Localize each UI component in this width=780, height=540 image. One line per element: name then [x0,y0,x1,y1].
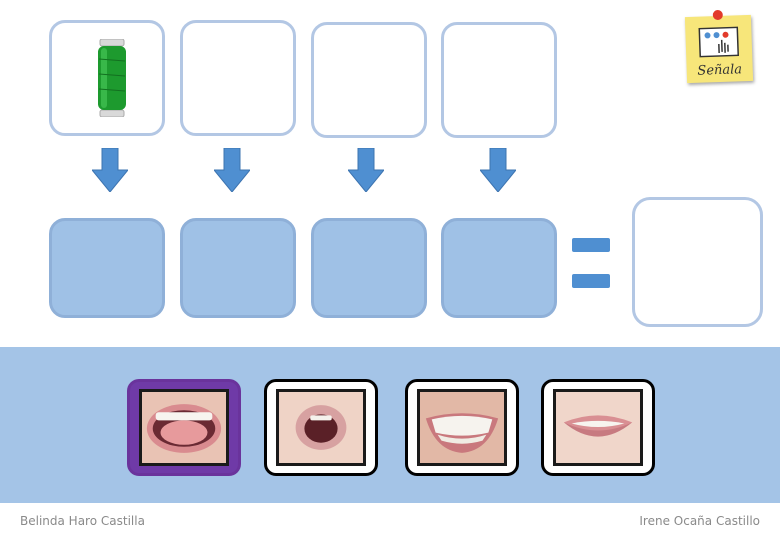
picture-slot-3[interactable] [311,22,427,138]
down-arrow-icon [214,148,250,192]
mouth-option-2[interactable] [264,379,378,476]
down-arrow-icon [92,148,128,192]
down-arrow-icon [480,148,516,192]
mouth-open-o-image [276,389,366,466]
equals-sign-top [572,238,610,252]
options-band [0,347,780,503]
equals-sign-bottom [572,274,610,288]
picture-slot-2[interactable] [180,20,296,136]
pointing-hand-icon [698,26,740,58]
credit-left: Belinda Haro Castilla [20,514,145,528]
mouth-option-3[interactable] [405,379,519,476]
senala-instruction-card: Señala [684,9,754,84]
picture-slot-1[interactable] [49,20,165,136]
mouth-smile-teeth-image [417,389,507,466]
mouth-smile-closed-image [553,389,643,466]
mouth-tongue-up-image [139,389,229,466]
pushpin-icon [712,9,723,21]
down-arrow-icon [348,148,384,192]
picture-slot-4[interactable] [441,22,557,138]
answer-slot-3[interactable] [311,218,427,318]
thread-spool-icon [98,39,126,117]
answer-slot-1[interactable] [49,218,165,318]
answer-slot-4[interactable] [441,218,557,318]
senala-label: Señala [697,62,743,79]
mouth-option-1[interactable] [127,379,241,476]
answer-slot-2[interactable] [180,218,296,318]
credit-right: Irene Ocaña Castillo [639,514,760,528]
mouth-option-4[interactable] [541,379,655,476]
result-slot[interactable] [632,197,763,327]
